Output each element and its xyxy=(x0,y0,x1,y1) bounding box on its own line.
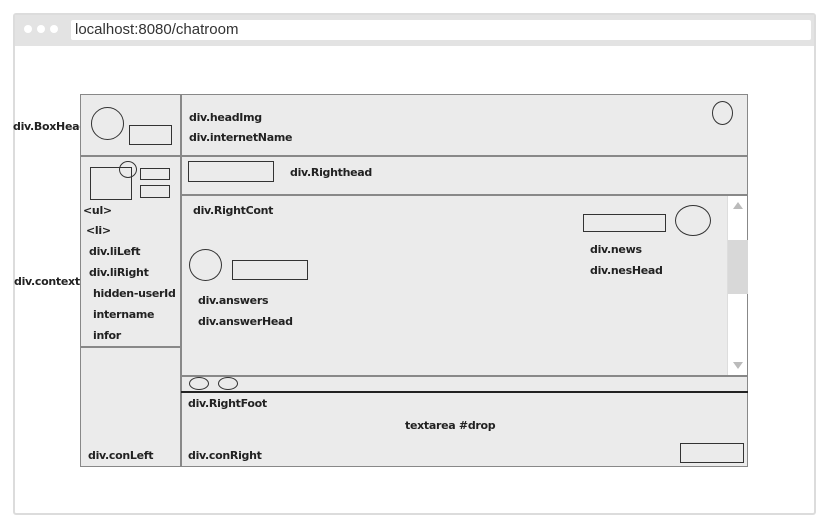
ul-label: <ul> xyxy=(83,204,112,217)
username-box xyxy=(129,125,172,145)
list-divider xyxy=(80,346,181,348)
browser-toolbar: localhost:8080/chatroom xyxy=(15,15,814,46)
send-button[interactable] xyxy=(680,443,744,463)
user-avatar-icon[interactable] xyxy=(91,107,124,140)
chat-scrollbar[interactable] xyxy=(727,196,748,375)
scroll-down-icon[interactable] xyxy=(733,362,743,369)
unread-badge-icon xyxy=(119,161,137,178)
scroll-up-icon[interactable] xyxy=(733,202,743,209)
scroll-thumb[interactable] xyxy=(728,240,748,294)
news-label: div.news xyxy=(590,243,642,256)
header-divider xyxy=(80,155,748,157)
lileft-label: div.liLeft xyxy=(89,245,141,258)
liright-label: div.liRight xyxy=(89,266,149,279)
chat-title-box xyxy=(188,161,274,182)
rightcont-label: div.RightCont xyxy=(193,204,274,217)
infor-label: infor xyxy=(93,329,121,342)
boxhead-label: div.BoxHead xyxy=(13,120,87,133)
window-dot-icon[interactable] xyxy=(37,25,45,33)
conright-label: div.conRight xyxy=(188,449,262,462)
window-dot-icon[interactable] xyxy=(24,25,32,33)
image-icon[interactable] xyxy=(218,377,238,390)
rightcont-divider xyxy=(181,375,748,377)
contact-info-box xyxy=(140,185,170,198)
emoji-icon[interactable] xyxy=(189,377,209,390)
textarea-divider xyxy=(181,391,748,393)
answer-avatar-icon[interactable] xyxy=(189,249,222,281)
rightfoot-label: div.RightFoot xyxy=(188,397,267,410)
contact-name-box xyxy=(140,168,170,180)
answers-label: div.answers xyxy=(198,294,269,307)
address-bar[interactable]: localhost:8080/chatroom xyxy=(71,20,811,40)
answerhead-label: div.answerHead xyxy=(198,315,293,328)
righthead-divider xyxy=(181,194,748,196)
header-avatar-icon[interactable] xyxy=(712,101,733,125)
contact-avatar[interactable] xyxy=(90,167,132,200)
li-label: <li> xyxy=(86,224,111,237)
news-bubble-box xyxy=(583,214,666,232)
textarea-drop[interactable]: textarea #drop xyxy=(405,419,496,432)
righthead-label: div.Righthead xyxy=(290,166,372,179)
news-avatar-icon[interactable] xyxy=(675,205,711,236)
hidden-userid-label: hidden-userId xyxy=(93,287,176,300)
answer-bubble-box xyxy=(232,260,308,280)
context-label: div.context xyxy=(14,275,80,288)
headimg-label: div.headImg xyxy=(189,111,262,124)
conleft-label: div.conLeft xyxy=(88,449,154,462)
column-divider xyxy=(180,94,182,467)
neshead-label: div.nesHead xyxy=(590,264,663,277)
internetname-label: div.internetName xyxy=(189,131,293,144)
window-dot-icon[interactable] xyxy=(50,25,58,33)
intername-label: intername xyxy=(93,308,155,321)
